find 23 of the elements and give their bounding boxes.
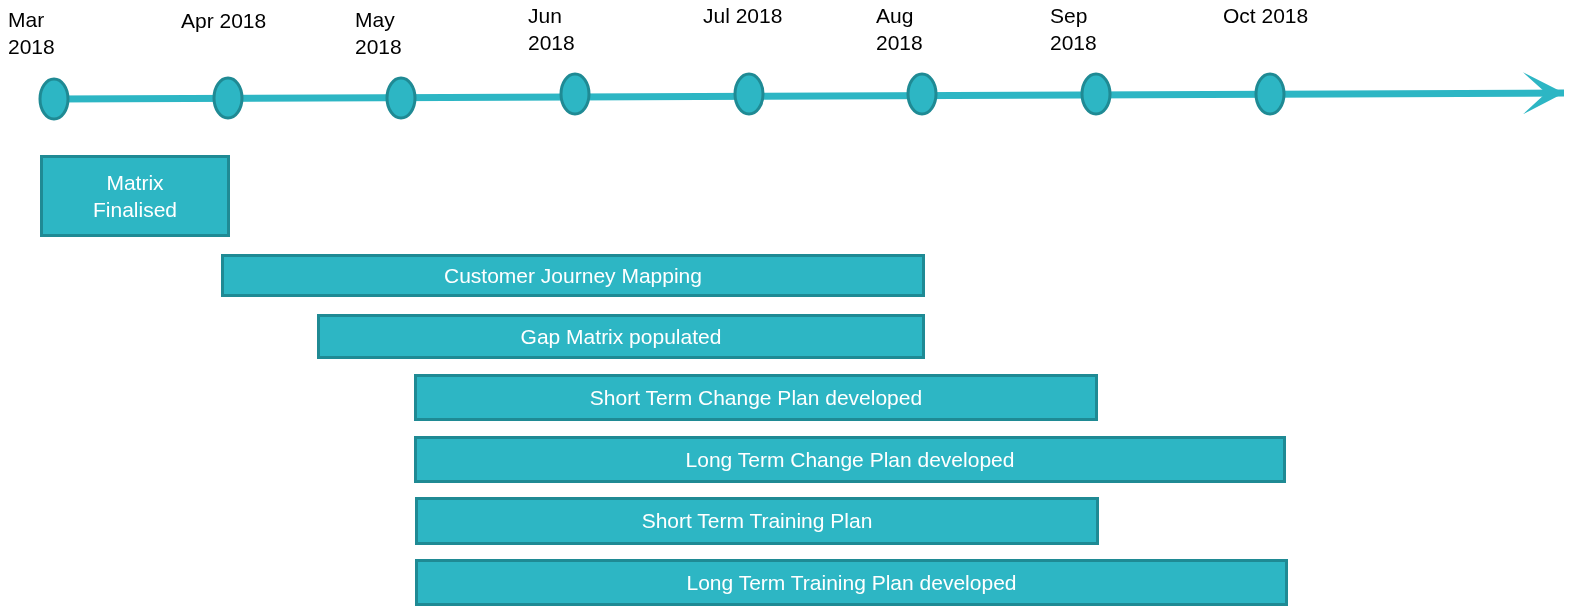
milestone-circle: [559, 72, 591, 116]
task-bar: Long Term Training Plan developed: [415, 559, 1288, 606]
month-label: Sep 2018: [1050, 3, 1098, 57]
milestone-circle: [1254, 72, 1286, 116]
month-label: Apr 2018: [181, 8, 268, 34]
task-bar: Long Term Change Plan developed: [414, 436, 1286, 483]
milestone-circle: [38, 77, 70, 121]
month-label: Mar 2018: [8, 7, 56, 61]
task-bar: Short Term Training Plan: [415, 497, 1099, 545]
milestone-circle: [733, 72, 765, 116]
milestone-circle: [1080, 72, 1112, 116]
month-label: Oct 2018: [1223, 3, 1310, 29]
task-bar: Matrix Finalised: [40, 155, 230, 237]
task-bar: Short Term Change Plan developed: [414, 374, 1098, 421]
task-bar: Gap Matrix populated: [317, 314, 925, 359]
month-label: Jul 2018: [703, 3, 784, 29]
milestone-circle: [385, 76, 417, 120]
month-label: Jun 2018: [528, 3, 576, 57]
month-label: May 2018: [355, 7, 403, 61]
milestone-circle: [212, 76, 244, 120]
month-label: Aug 2018: [876, 3, 924, 57]
task-bar: Customer Journey Mapping: [221, 254, 925, 297]
milestone-circle: [906, 72, 938, 116]
